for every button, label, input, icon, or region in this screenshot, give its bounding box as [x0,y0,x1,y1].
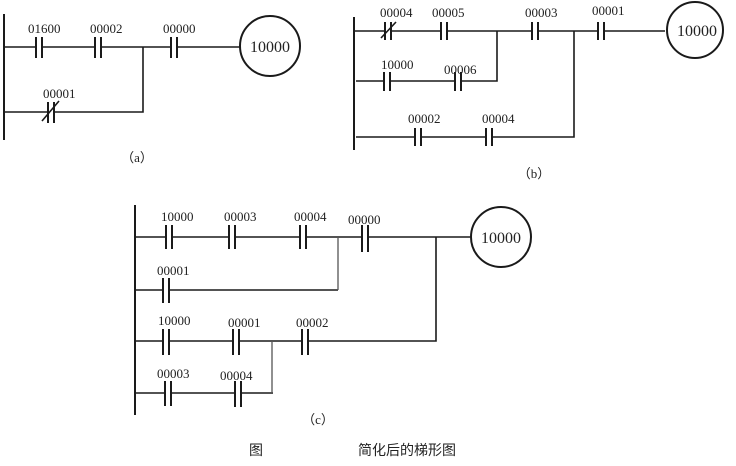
contact-label: 00001 [43,86,76,101]
contact-label: 00001 [592,3,625,18]
contact-no: 00002 [90,21,123,58]
contact-no: 00003 [224,209,257,249]
contact-no: 00006 [444,62,477,91]
contact-label: 00002 [408,111,441,126]
branch-wire [4,47,144,113]
contact-no: 00002 [296,315,329,355]
contact-label: 00003 [525,5,558,20]
contact-label: 00000 [348,212,381,227]
branch-wire [135,237,437,342]
diagram-b: 00004 00005 00003 00001 10000 00006 [353,1,724,181]
contact-label: 00001 [157,263,190,278]
diagram-c: 10000 00003 00004 00000 00001 10000 0000… [134,205,532,427]
contact-no: 10000 [158,313,191,355]
contact-no: 10000 [381,57,414,91]
contact-no: 00004 [220,368,253,407]
contact-label: 00001 [228,315,261,330]
contact-label: 00003 [224,209,257,224]
contact-no: 00003 [525,5,558,40]
coil-label: 10000 [677,23,717,40]
branch-wire [356,31,498,82]
contact-label: 10000 [381,57,414,72]
contact-no: 00004 [294,209,327,249]
figure-caption: 简化后的梯形图 [358,442,456,459]
contact-no: 10000 [161,209,194,249]
contact-no: 00001 [228,315,261,355]
contact-no: 00000 [348,212,381,252]
contact-no: 00000 [163,21,196,58]
output-coil: 10000 [239,15,301,77]
contact-nc: 00004 [380,5,413,40]
diagram-a: 01600 00002 00000 00001 10000 （a） [3,14,301,165]
contact-no: 00001 [157,263,190,303]
contact-label: 00002 [90,21,123,36]
contact-no: 01600 [28,21,61,58]
contact-label: 00004 [482,111,515,126]
coil-label: 10000 [481,230,521,247]
figure-label: 图 [249,444,263,459]
contact-label: 00003 [157,366,190,381]
contact-label: 00004 [294,209,327,224]
coil-label: 10000 [250,39,290,56]
contact-label: 00004 [380,5,413,20]
contact-no: 00001 [592,3,625,40]
diagram-sublabel: （b） [518,166,551,181]
contact-label: 00002 [296,315,329,330]
diagram-sublabel: （c） [302,412,334,427]
contact-label: 10000 [158,313,191,328]
contact-nc: 00001 [41,86,76,123]
contact-label: 00000 [163,21,196,36]
contact-label: 00005 [432,5,465,20]
contact-no: 00003 [157,366,190,406]
output-coil: 10000 [666,1,724,59]
output-coil: 10000 [470,206,532,268]
diagram-sublabel: （a） [121,150,153,165]
contact-label: 01600 [28,21,61,36]
contact-no: 00004 [482,111,515,146]
branch-wire [356,31,575,138]
contact-no: 00005 [432,5,465,40]
contact-no: 00002 [408,111,441,146]
contact-label: 10000 [161,209,194,224]
contact-label: 00004 [220,368,253,383]
contact-label: 00006 [444,62,477,77]
